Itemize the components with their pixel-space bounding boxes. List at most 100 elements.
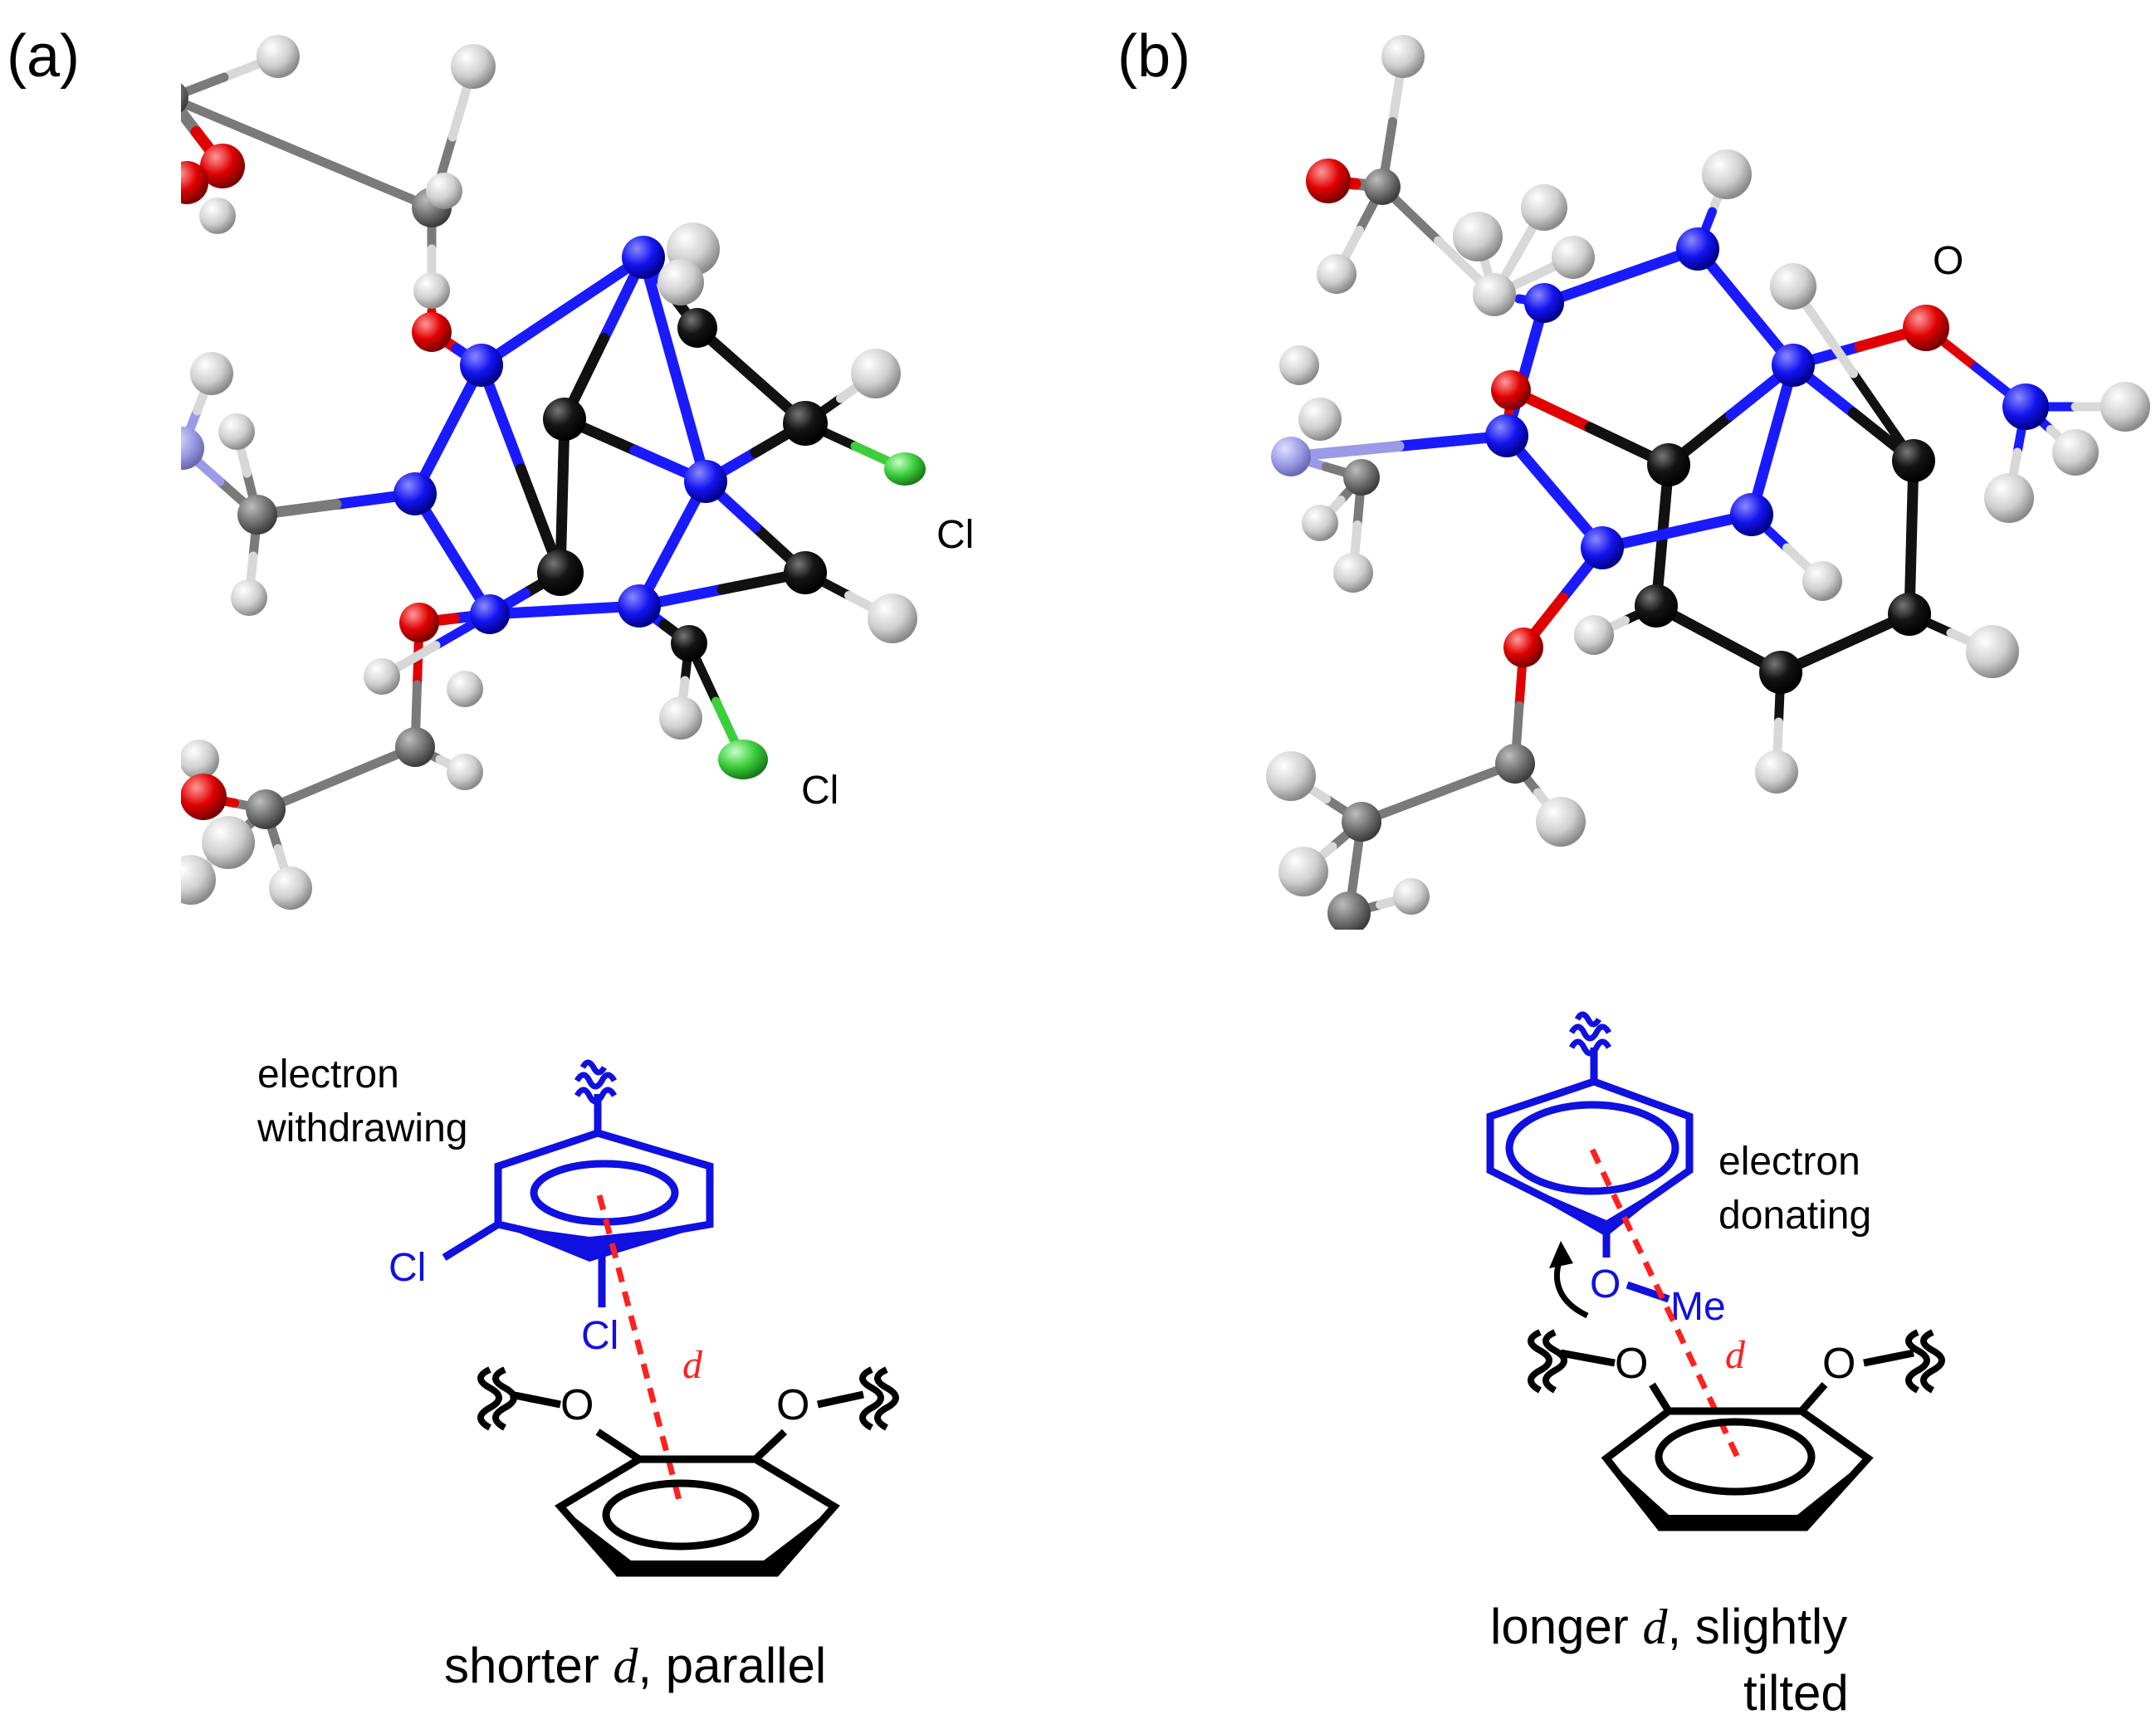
ring-wedge-front: [498, 1224, 710, 1262]
hydrogen-atom: [1521, 184, 1567, 231]
oxygen-label: O: [1933, 239, 1963, 283]
chlorine-label-2: Cl: [801, 769, 838, 813]
attachment-squiggle-icon: [574, 1059, 618, 1105]
carbon-atom: [1759, 651, 1802, 694]
carbon-atom: [1888, 593, 1931, 636]
hydrogen-atom: [851, 349, 901, 398]
catechol-wedge-front: [560, 1507, 834, 1573]
catechol-ring: [555, 1455, 840, 1577]
attachment-squiggle-icon-right: [859, 1366, 899, 1431]
hydrogen-atom: [451, 44, 496, 89]
hydrogen-atom: [413, 272, 450, 309]
hydrogen-atom: [1278, 847, 1328, 896]
hydrogen-atom: [202, 816, 255, 869]
hydrogen-atom: [1333, 553, 1373, 593]
hydrogen-atom: [2052, 429, 2099, 476]
carbon-atom: [1647, 443, 1690, 486]
hydrogen-atom: [1802, 561, 1842, 601]
hydrogen-atom: [2100, 382, 2150, 432]
ether-oxygen-right-b: O: [1822, 1340, 1855, 1388]
hydrogen-atom: [364, 658, 400, 695]
attachment-squiggle-icon-b: [1568, 1011, 1612, 1057]
o-squiggle-bond-left-b: [1560, 1349, 1616, 1367]
nitrogen-atom: [1772, 344, 1815, 387]
carbon-atom: [1892, 439, 1935, 482]
hydrogen-atom: [868, 593, 917, 643]
carbon-atom: [1343, 459, 1380, 496]
hydrogen-atom: [658, 259, 704, 305]
nitrogen-atom: [2002, 383, 2049, 430]
distance-symbol: d: [682, 1343, 703, 1387]
ether-bond-left: [595, 1429, 642, 1463]
hydrogen-atom: [1266, 751, 1316, 801]
hydrogen-atom: [181, 855, 216, 905]
tilt-arrow-icon: [1554, 1256, 1589, 1319]
hydrogen-atom: [1453, 212, 1503, 261]
carbon-atom: [1635, 584, 1678, 628]
nitrogen-atom: [684, 460, 727, 503]
hydrogen-atom: [1381, 35, 1425, 78]
o-squiggle-bond-right: [817, 1390, 864, 1409]
substituent-effect-line-1: electron: [257, 1053, 399, 1096]
ether-oxygen-left-b: O: [1615, 1340, 1648, 1388]
carbon-atom: [543, 398, 586, 441]
bond: [181, 102, 203, 138]
nitrogen-atom: [1730, 493, 1773, 536]
bond: [296, 148, 437, 212]
ring-wedge-front-b: [1490, 1170, 1689, 1237]
hydrogen-atom: [1755, 750, 1798, 794]
nitrogen-atom: [181, 427, 204, 470]
nitrogen-atom: [1524, 283, 1564, 323]
distance-symbol-b: d: [1725, 1333, 1746, 1377]
crystal-structure-a: [170, 35, 926, 910]
chlorine-label-1: Cl: [936, 513, 974, 557]
crystal-structure-b: [1266, 35, 2150, 930]
hydrogen-atom: [231, 579, 267, 616]
chlorine-atom: [884, 452, 926, 486]
substituent-cl-1: Cl: [389, 1246, 426, 1290]
ether-bond-left-b: [1649, 1382, 1672, 1414]
attachment-squiggle-icon-right-b: [1905, 1329, 1945, 1394]
hydrogen-atom: [1317, 254, 1357, 294]
oxygen-atom: [200, 144, 245, 188]
caption-b-line-2: tilted: [1743, 1665, 1849, 1721]
nitrogen-atom: [622, 236, 665, 279]
oxygen-atom: [181, 774, 227, 820]
panel-label-a: (a): [7, 23, 80, 90]
chlorine-atom: [718, 740, 768, 779]
ether-bond-right-b: [1798, 1382, 1828, 1414]
hydrogen-atom: [199, 198, 236, 234]
oxygen-atom: [1491, 370, 1531, 410]
attachment-squiggle-icon-left: [477, 1366, 517, 1431]
nitrogen-atom: [618, 584, 661, 628]
bond: [173, 101, 175, 105]
bond: [181, 72, 229, 99]
substituent-me: Me: [1670, 1285, 1726, 1329]
attachment-squiggle-icon-left-b: [1528, 1329, 1567, 1394]
hydrogen-atom: [1536, 797, 1586, 847]
substituent-o: O: [1590, 1263, 1621, 1307]
carbon-atom: [246, 789, 286, 829]
bond: [170, 98, 173, 101]
carbon-atom: [1364, 169, 1401, 205]
carbon-atom: [1327, 891, 1371, 930]
hydrogen-atom: [1574, 615, 1614, 655]
catechol-ring-b: [1601, 1407, 1874, 1531]
hydrogen-atom: [181, 740, 219, 779]
hydrogen-atom: [1770, 263, 1816, 310]
bonds-a: [170, 51, 910, 893]
cl-bond-1: [442, 1221, 501, 1261]
ether-oxygen-right: O: [776, 1381, 809, 1429]
substituent-effect-line-2-b: donating: [1718, 1194, 1871, 1238]
o-squiggle-bond-right-b: [1863, 1349, 1914, 1367]
carbon-atom: [395, 727, 435, 767]
hydrogen-atom: [1298, 398, 1342, 441]
atoms-a: [181, 35, 926, 910]
nitrogen-atom: [1485, 414, 1528, 457]
tilt-arrowhead-icon: [1549, 1241, 1573, 1268]
oxygen-atom: [399, 603, 439, 642]
hydrogen-atom: [218, 413, 255, 450]
bond: [181, 97, 306, 158]
stacking-scheme-a: Cl Cl electron withdrawing d O O shorter…: [257, 1053, 899, 1693]
